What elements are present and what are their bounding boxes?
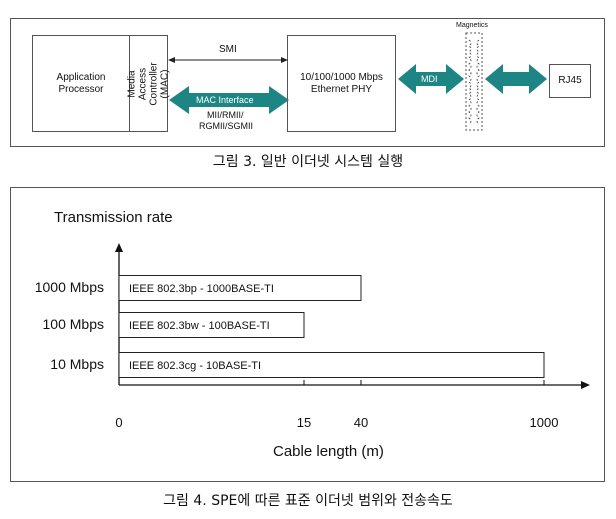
bar-label: IEEE 802.3bp - 1000BASE-TI <box>129 283 274 295</box>
figure-4-frame <box>10 187 605 482</box>
x-tick-label: 40 <box>354 415 368 430</box>
figure-4-caption: 그림 4. SPE에 따른 표준 이더넷 범위와 전송속도 <box>163 493 453 509</box>
x-tick-label: 0 <box>115 415 122 430</box>
figure-3-connectors <box>168 32 547 131</box>
rj45-arrow <box>485 64 547 94</box>
y-category-label: 10 Mbps <box>50 356 104 372</box>
magnetics-icon <box>465 32 483 131</box>
figure-3-caption: 그림 3. 일반 이더넷 시스템 실행 <box>212 154 404 170</box>
range-bar <box>118 275 362 301</box>
phy-label-line2: Ethernet PHY <box>310 83 373 95</box>
y-axis-arrow <box>115 243 123 252</box>
y-category-label: 1000 Mbps <box>35 279 104 295</box>
bar-label: IEEE 802.3cg - 10BASE-TI <box>129 360 261 372</box>
application-processor-label: Application Processor <box>56 71 106 95</box>
x-axis-title: Cable length (m) <box>273 443 384 460</box>
mac-box: Media Access Controller (MAC) <box>127 35 171 132</box>
smi-arrow <box>168 57 288 63</box>
rj45-label: RJ45 <box>558 75 582 86</box>
y-category-label: 100 Mbps <box>43 316 104 332</box>
rj45-box: RJ45 <box>549 64 591 98</box>
y-axis-title: Transmission rate <box>54 209 173 226</box>
range-bar <box>118 352 545 378</box>
x-tick-label: 15 <box>297 415 311 430</box>
phy-label-line1: 10/100/1000 Mbps <box>300 71 383 83</box>
bar-label: IEEE 802.3bw - 100BASE-TI <box>129 320 270 332</box>
mac-interface-label: MAC Interface <box>196 95 254 105</box>
ethernet-phy-box: 10/100/1000 Mbps Ethernet PHY <box>287 35 396 132</box>
mii-label-line2: RGMII/SGMII <box>199 121 253 131</box>
mii-label-line1: MII/RMII/ <box>207 110 244 120</box>
x-axis-arrow <box>581 381 590 389</box>
smi-label: SMI <box>219 44 237 55</box>
range-bar <box>118 312 305 338</box>
x-tick-label: 1000 <box>530 415 559 430</box>
mdi-arrow <box>398 64 464 94</box>
magnetics-label: Magnetics <box>456 22 488 29</box>
mac-interface-arrow <box>169 86 289 114</box>
application-processor-box: Application Processor <box>32 35 129 132</box>
mdi-label: MDI <box>421 74 438 84</box>
